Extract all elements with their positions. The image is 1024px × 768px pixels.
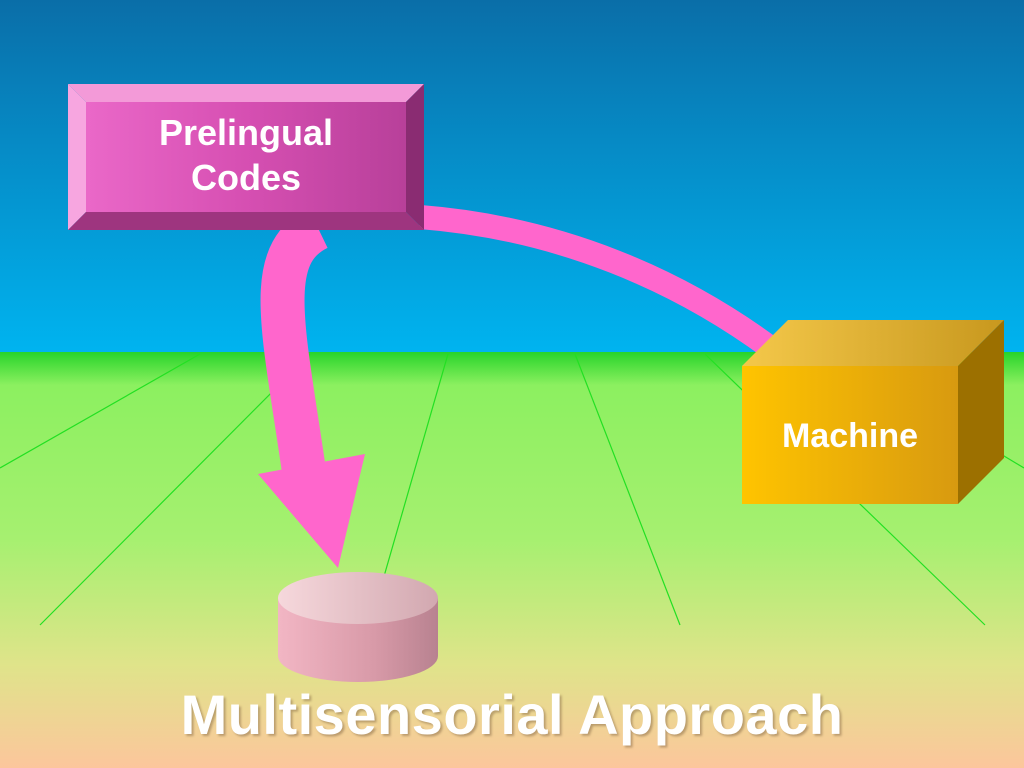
machine-cube bbox=[742, 320, 1004, 504]
prelingual-codes-box bbox=[68, 84, 424, 230]
prelingual-label-line1: Prelingual bbox=[158, 112, 334, 153]
target-cylinder bbox=[278, 572, 438, 682]
prelingual-label-line2: Codes bbox=[190, 157, 302, 198]
connector-to-machine bbox=[419, 205, 784, 362]
prelingual-codes-label: Prelingual Codes bbox=[88, 110, 404, 200]
connector-to-cylinder bbox=[260, 208, 329, 482]
arrowhead-down bbox=[258, 454, 365, 568]
machine-label: Machine bbox=[781, 417, 919, 455]
slide-title: Multisensorial Approach bbox=[180, 683, 844, 746]
